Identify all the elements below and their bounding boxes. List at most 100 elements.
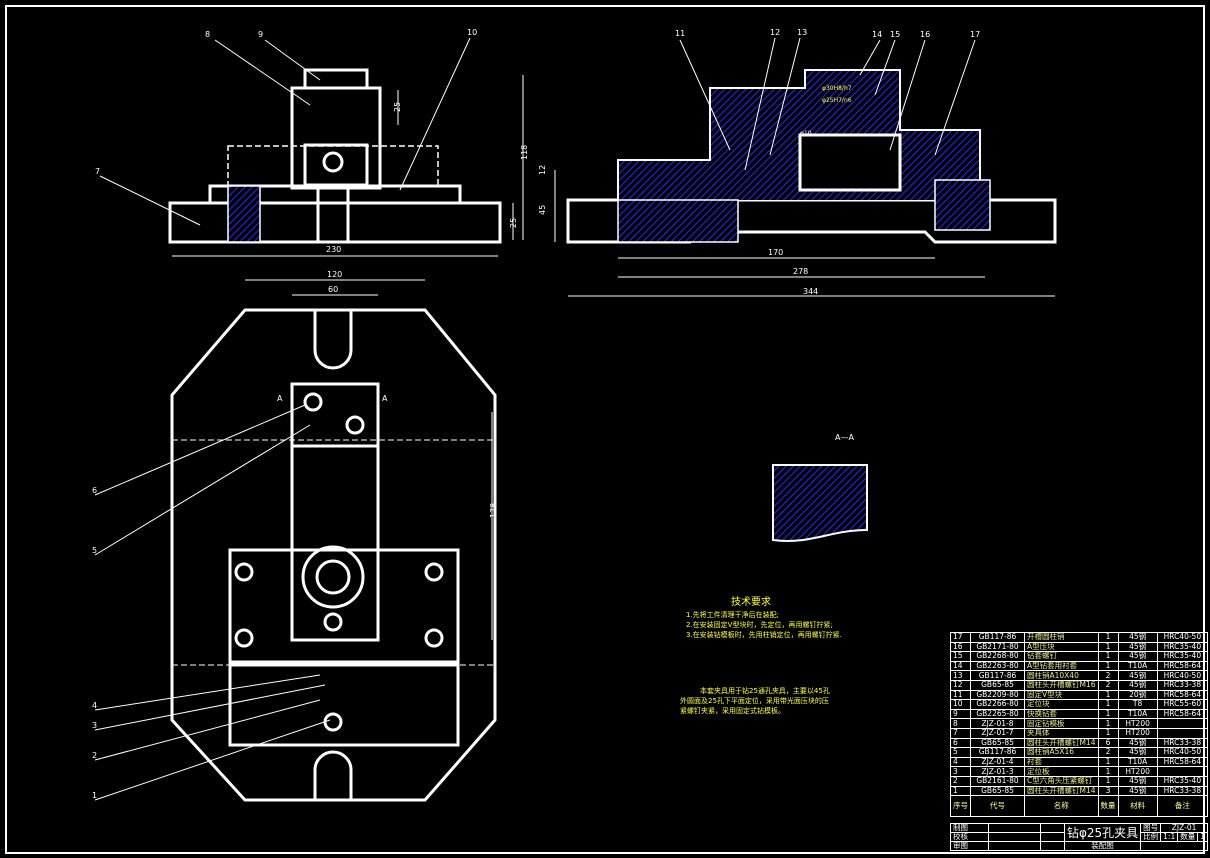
bom-qty: 1 bbox=[1097, 641, 1119, 653]
bom-note: HRC35-40 bbox=[1156, 641, 1209, 653]
dim-45: 45 bbox=[538, 205, 547, 215]
bom-note: HRC33-38 bbox=[1156, 785, 1209, 797]
dim-118: 118 bbox=[520, 145, 529, 160]
bom-name: 衬套 bbox=[1024, 756, 1099, 768]
bom-qty: 1 bbox=[1097, 689, 1119, 701]
tech-item: 1.先将工件清理干净后在装配; bbox=[686, 611, 780, 619]
bom-mat: 45钢 bbox=[1117, 632, 1158, 643]
bom-mat: 45钢 bbox=[1117, 670, 1158, 681]
dim-178: 178 bbox=[489, 503, 498, 518]
bom-code: GB2268-80 bbox=[970, 651, 1025, 662]
qty-value: 1 bbox=[1197, 832, 1208, 842]
side-dims bbox=[554, 170, 1055, 297]
bom-header: 名称 bbox=[1024, 795, 1099, 818]
bom-code: ZJZ-01-4 bbox=[970, 756, 1025, 768]
bom-mat: HT200 bbox=[1117, 718, 1158, 729]
drawing-type: 装配图 bbox=[1063, 841, 1142, 851]
tech-item: 3.在安装钻模板时，先用柱销定位，再用螺钉拧紧. bbox=[686, 631, 842, 639]
bom-no: 14 bbox=[950, 660, 971, 672]
bom-no: 7 bbox=[950, 727, 971, 739]
dim-25b: 25 bbox=[509, 218, 518, 228]
section-mark-right: A bbox=[382, 394, 388, 403]
drawing-frame bbox=[5, 5, 1205, 854]
bom-qty: 1 bbox=[1097, 718, 1119, 729]
bom-name: 圆柱头开槽螺钉M16 bbox=[1024, 679, 1099, 691]
scale-label: 比例 bbox=[1140, 832, 1162, 842]
bom-qty: 1 bbox=[1097, 727, 1119, 739]
bom-no: 3 bbox=[950, 766, 971, 777]
fixture-description: 本套夹具用于钻25通孔夹具，主要以45孔外圆面及25孔下平面定位，采用带光面压块… bbox=[680, 687, 830, 715]
bom-header: 备注 bbox=[1156, 795, 1209, 818]
balloon-11: 11 bbox=[675, 29, 685, 38]
bom-code: GB2161-80 bbox=[970, 775, 1025, 787]
dim-230: 230 bbox=[326, 245, 341, 254]
balloon-3: 3 bbox=[92, 721, 97, 730]
table-header: 序号代号名称数量材料备注 bbox=[950, 795, 1209, 818]
bom-mat: 45钢 bbox=[1117, 785, 1158, 797]
balloon-12: 12 bbox=[770, 28, 780, 37]
bom-mat: HT200 bbox=[1117, 727, 1158, 739]
bom-name: 圆柱销A5X16 bbox=[1024, 747, 1099, 758]
bom-name: 定位块 bbox=[1024, 699, 1099, 710]
balloon-labels: 1 2 3 4 5 6 7 8 9 10 11 12 13 14 15 16 1… bbox=[92, 28, 980, 800]
bom-code: GB117-86 bbox=[970, 747, 1025, 758]
bom-note: HRC33-38 bbox=[1156, 679, 1209, 691]
bom-code: GB2265-80 bbox=[970, 708, 1025, 720]
bom-note: HRC55-60 bbox=[1156, 699, 1209, 710]
balloon-4: 4 bbox=[92, 701, 97, 710]
bom-no: 2 bbox=[950, 775, 971, 787]
bom-qty: 6 bbox=[1097, 737, 1119, 749]
bom-no: 11 bbox=[950, 689, 971, 701]
technical-requirements: 技术要求 1.先将工件清理干净后在装配; 2.在安装固定V型块时，先定位，再用螺… bbox=[686, 598, 842, 640]
bom-code: GB65-85 bbox=[970, 737, 1025, 749]
bom-qty: 1 bbox=[1097, 766, 1119, 777]
bom-code: GB117-86 bbox=[970, 632, 1025, 643]
bom-note bbox=[1156, 766, 1209, 777]
bom-qty: 1 bbox=[1097, 775, 1119, 787]
bom-header: 代号 bbox=[970, 795, 1025, 818]
bom-name: 固定钻模板 bbox=[1024, 718, 1099, 729]
bom-qty: 1 bbox=[1097, 708, 1119, 720]
bom-mat: 20钢 bbox=[1117, 689, 1158, 701]
front-view bbox=[168, 68, 502, 244]
bom-no: 8 bbox=[950, 718, 971, 729]
side-view bbox=[566, 69, 1057, 244]
balloon-15: 15 bbox=[890, 30, 900, 39]
drawing-title: 钻φ25孔夹具 bbox=[1063, 823, 1142, 842]
bom-header: 序号 bbox=[950, 795, 971, 818]
bom-no: 12 bbox=[950, 679, 971, 691]
bom-code: GB117-86 bbox=[970, 670, 1025, 681]
bom-mat: 45钢 bbox=[1117, 651, 1158, 662]
balloon-14: 14 bbox=[872, 30, 882, 39]
fit-d10: φ10 bbox=[800, 130, 812, 137]
dim-120: 120 bbox=[327, 270, 342, 279]
dim-344: 344 bbox=[803, 287, 818, 296]
bom-name: 圆柱头开槽螺钉M14 bbox=[1024, 737, 1099, 749]
bom-note: HRC58-64 bbox=[1156, 756, 1209, 768]
bom-note bbox=[1156, 727, 1209, 739]
bom-no: 10 bbox=[950, 699, 971, 710]
scale-value: 1:1 bbox=[1160, 832, 1179, 842]
bom-qty: 1 bbox=[1097, 756, 1119, 768]
bom-code: GB2263-80 bbox=[970, 660, 1025, 672]
front-dims bbox=[172, 75, 524, 257]
balloon-2: 2 bbox=[92, 751, 97, 760]
balloon-16: 16 bbox=[920, 30, 930, 39]
bom-mat: 45钢 bbox=[1117, 737, 1158, 749]
bom-name: C型六角头压紧螺钉 bbox=[1024, 775, 1099, 787]
bom-mat: HT200 bbox=[1117, 766, 1158, 777]
bom-note: HRC58-64 bbox=[1156, 689, 1209, 701]
bom-note: HRC35-40 bbox=[1156, 651, 1209, 662]
bom-qty: 2 bbox=[1097, 679, 1119, 691]
bom-mat: 45钢 bbox=[1117, 641, 1158, 653]
tech-title: 技术要求 bbox=[731, 597, 771, 608]
bom-name: 圆柱头开槽螺钉M14 bbox=[1024, 785, 1099, 797]
